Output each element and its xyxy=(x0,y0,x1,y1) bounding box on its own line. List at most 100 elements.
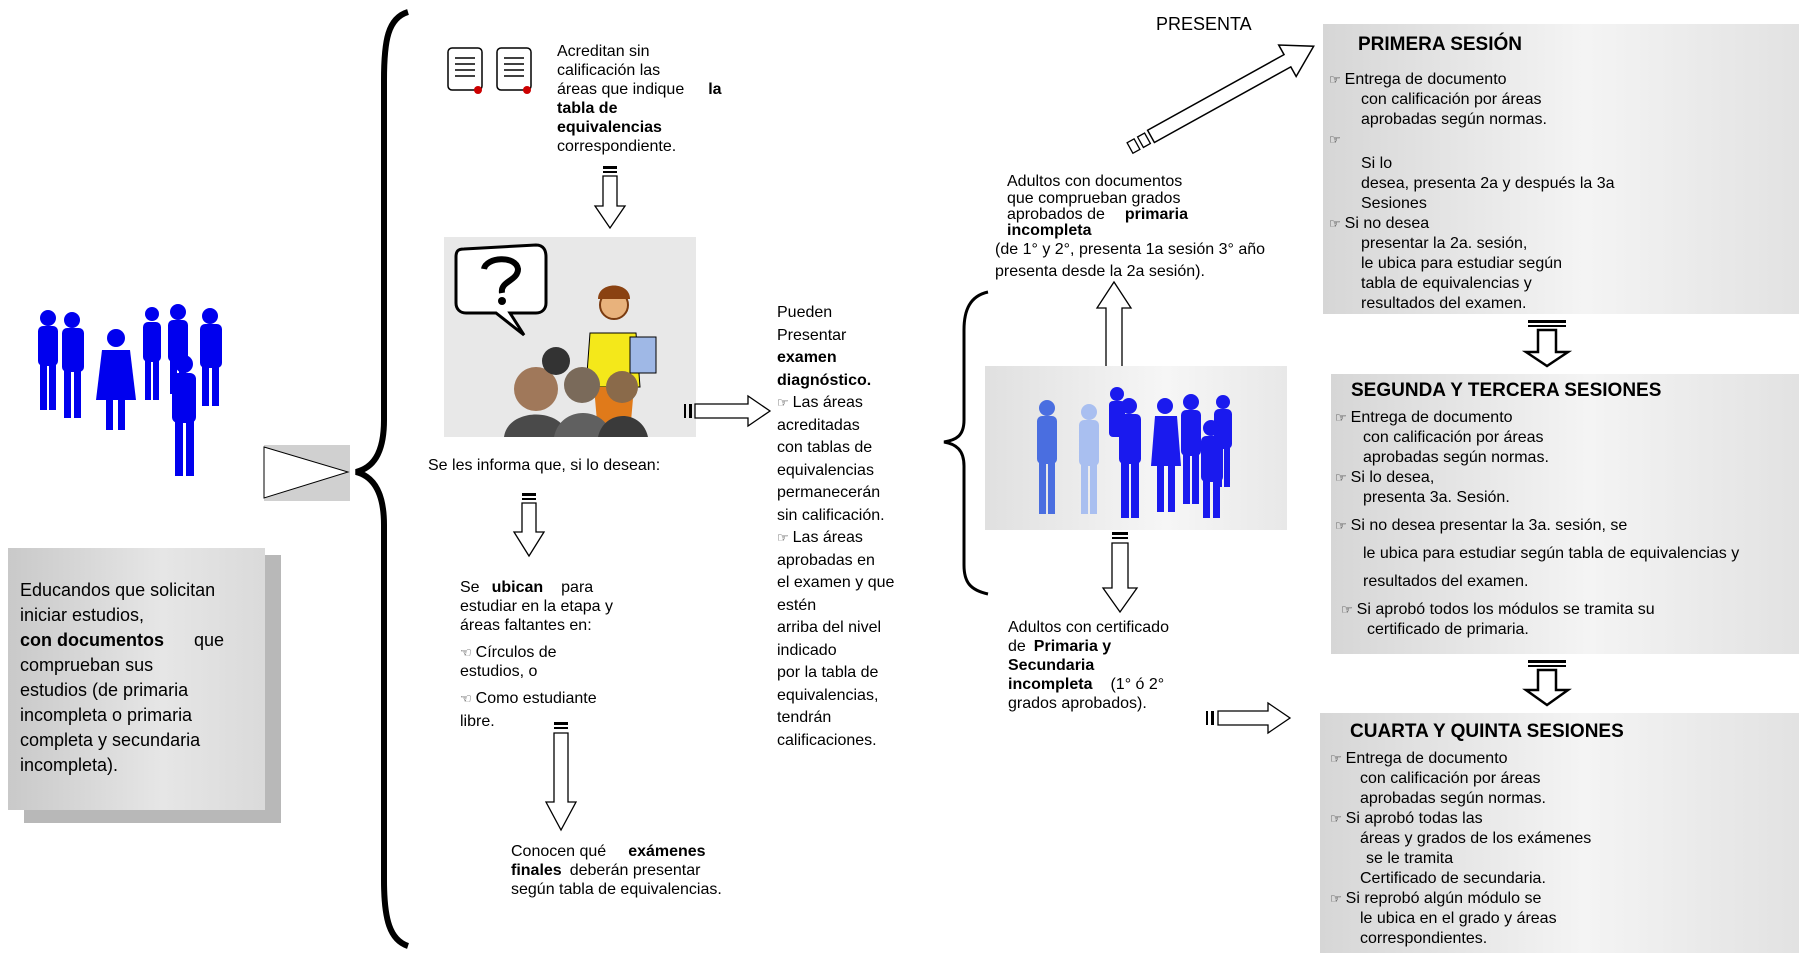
primaria-text: Adultos con documentos que comprueban gr… xyxy=(995,172,1265,283)
panel-cuarta-title: CUARTA Y QUINTA SESIONES xyxy=(1350,721,1624,742)
examen-rest-1: acreditadas xyxy=(777,416,860,434)
hand-pointer-icon: ☞ xyxy=(1329,132,1341,147)
primera-line-11: resultados del examen. xyxy=(1361,295,1527,312)
hand-pointer-icon: ☞ xyxy=(777,395,789,410)
adults-group-illustration xyxy=(985,366,1287,530)
ubican-pre: Se xyxy=(460,579,480,596)
informa-text: Se les informa que, si lo desean: xyxy=(428,457,661,474)
primaria-l2: que comprueban grados xyxy=(1007,190,1181,207)
hand-pointer-icon: ☞ xyxy=(777,530,789,545)
left-card-line-1: Educandos que solicitan xyxy=(20,580,216,600)
examen-b2: diagnóstico. xyxy=(777,371,872,389)
meeting-illustration xyxy=(444,237,696,437)
cuarta-line-0: Entrega de documento xyxy=(1345,750,1508,767)
cuarta-line-5: se le tramita xyxy=(1366,850,1454,867)
hand-pointer-icon: ☞ xyxy=(1335,518,1347,533)
ubican-l3: áreas faltantes en: xyxy=(460,617,592,634)
examen-l2: Presentar xyxy=(777,326,847,344)
primera-line-0: Entrega de documento xyxy=(1344,71,1507,88)
primaria-l1: Adultos con documentos xyxy=(1007,173,1183,190)
left-card-rest-1: comprueban sus xyxy=(20,655,154,675)
examen-rest-0: Las áreas xyxy=(792,394,863,411)
examen-rest-6: Las áreas xyxy=(792,529,863,546)
acreditan-l3: áreas que indique xyxy=(557,81,685,98)
left-card-line-2: iniciar estudios, xyxy=(20,605,145,625)
primaria-l5: (de 1° y 2°, presenta 1a sesión 3° año xyxy=(995,241,1266,258)
primaria-l4b: incompleta xyxy=(1007,222,1092,239)
examen-rest-3: equivalencias xyxy=(777,461,874,479)
examen-rest-11: indicado xyxy=(777,641,837,659)
segunda-line-0: Entrega de documento xyxy=(1350,409,1513,426)
examen-rest-14: tendrán xyxy=(777,709,832,726)
examen-rest-7: aprobadas en xyxy=(777,551,875,569)
acreditan-l4b: tabla de xyxy=(557,100,618,117)
examen-rest-13: equivalencias, xyxy=(777,686,879,704)
left-description-card-front: Educandos que solicitan iniciar estudios… xyxy=(8,548,265,810)
examen-rest-12: por la tabla de xyxy=(777,664,879,681)
conocen-pre: Conocen qué xyxy=(511,843,607,860)
primaria-l3b: primaria xyxy=(1124,206,1188,223)
panel-segunda-tercera: SEGUNDA Y TERCERA SESIONES ☞ Entrega de d… xyxy=(1331,374,1799,654)
cuarta-line-2: aprobadas según normas. xyxy=(1360,790,1546,807)
segunda-line-3: Si lo desea, xyxy=(1350,469,1435,486)
examen-rest-9: estén xyxy=(777,596,817,614)
cuarta-line-1: con calificación por áreas xyxy=(1360,770,1541,787)
secundaria-l1: Adultos con certificado xyxy=(1008,619,1169,636)
examen-rest-8: el examen y que xyxy=(777,574,895,591)
examen-rest-10: arriba del nivel xyxy=(777,619,882,636)
panel-segunda-title: SEGUNDA Y TERCERA SESIONES xyxy=(1351,380,1662,401)
conocen-bold1: exámenes xyxy=(628,843,706,860)
primera-line-10: tabla de equivalencias y xyxy=(1361,275,1532,292)
hand-pointer-icon: ☞ xyxy=(1335,470,1347,485)
examen-b1: examen xyxy=(777,349,837,366)
presenta-label: PRESENTA xyxy=(1156,14,1252,34)
primera-line-7: Si no desea xyxy=(1344,215,1430,232)
ubican-post: para xyxy=(561,579,594,596)
hand-pointer-icon: ☞ xyxy=(1329,72,1341,87)
secundaria-l2b: Primaria y xyxy=(1033,638,1112,655)
segunda-line-6: le ubica para estudiar según tabla de eq… xyxy=(1363,545,1740,562)
examen-rest-2: con tablas de xyxy=(777,439,873,456)
conocen-l3: según tabla de equivalencias. xyxy=(511,881,722,898)
acreditan-l6: correspondiente. xyxy=(557,138,677,155)
acreditan-l2: calificación las xyxy=(557,62,661,79)
primera-line-5: desea, presenta 2a y después la 3a xyxy=(1361,175,1615,192)
ubican-opt2a: Como estudiante xyxy=(475,690,597,707)
hand-pointer-icon: ☞ xyxy=(1329,216,1341,231)
primera-line-6: Sesiones xyxy=(1361,195,1427,212)
examen-text: Pueden Presentar examen diagnóstico. ☞La… xyxy=(777,302,894,752)
ubican-l2: estudiar en la etapa y xyxy=(460,598,613,615)
hand-pointer-icon: ☞ xyxy=(1330,891,1342,906)
primera-line-2: aprobadas según normas. xyxy=(1361,111,1547,128)
cuarta-line-9: correspondientes. xyxy=(1360,930,1488,947)
ubican-opt1a: Círculos de xyxy=(475,644,557,661)
secundaria-l4: (1° ó 2° xyxy=(1110,676,1165,693)
primera-line-9: le ubica para estudiar según xyxy=(1361,255,1563,272)
examen-l1: Pueden xyxy=(777,304,833,321)
segunda-line-8: Si aprobó todos los módulos se tramita s… xyxy=(1356,601,1655,618)
left-card-rest-2: estudios (de primaria xyxy=(20,680,189,700)
primera-line-4: Si lo xyxy=(1361,155,1393,172)
secundaria-l4b: incompleta xyxy=(1008,676,1093,693)
left-card-rest-4: completa y secundaria xyxy=(20,730,201,750)
ubican-opt2b: libre. xyxy=(460,713,495,730)
cuarta-line-4: áreas y grados de los exámenes xyxy=(1360,830,1592,847)
primaria-l6: presenta desde la 2a sesión). xyxy=(995,263,1205,280)
left-card-bold: con documentos xyxy=(20,630,165,650)
examen-rest-5: sin calificación. xyxy=(777,506,885,524)
hand-pointer-icon: ☞ xyxy=(1330,751,1342,766)
secundaria-l5: grados aprobados). xyxy=(1008,695,1147,712)
ubican-opt1b: estudios, o xyxy=(460,663,538,680)
